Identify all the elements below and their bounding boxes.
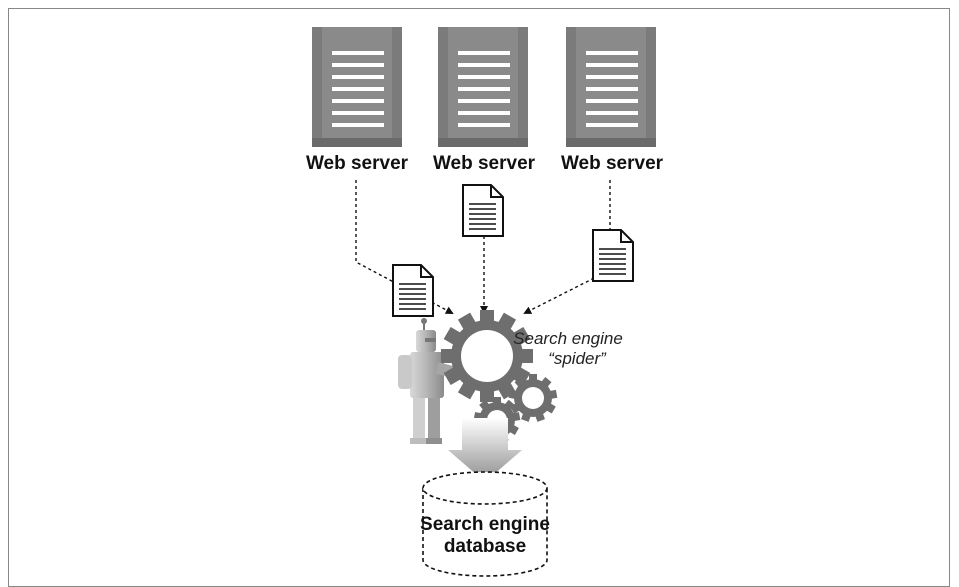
web-server-1: Web server [306,27,409,174]
web-server-3-label: Web server [561,153,664,174]
web-server-1-label: Web server [306,153,409,174]
database-label-line1: Search engine [420,514,550,535]
down-arrow-icon [448,418,522,482]
web-server-2: Web server [433,27,536,174]
spider-label-line1: Search engine [513,329,623,348]
server-icon [438,27,528,147]
server-icon [312,27,402,147]
web-server-2-label: Web server [433,153,536,174]
database-icon [422,471,548,577]
server-icon [566,27,656,147]
database-label-line2: database [444,536,526,557]
document-icon [462,184,504,237]
document-icon [392,264,434,317]
web-server-3: Web server [561,27,664,174]
document-icon [592,229,634,282]
spider-label-line2: “spider” [548,349,607,368]
gear-icon [441,310,533,402]
gear-icon [508,374,558,422]
